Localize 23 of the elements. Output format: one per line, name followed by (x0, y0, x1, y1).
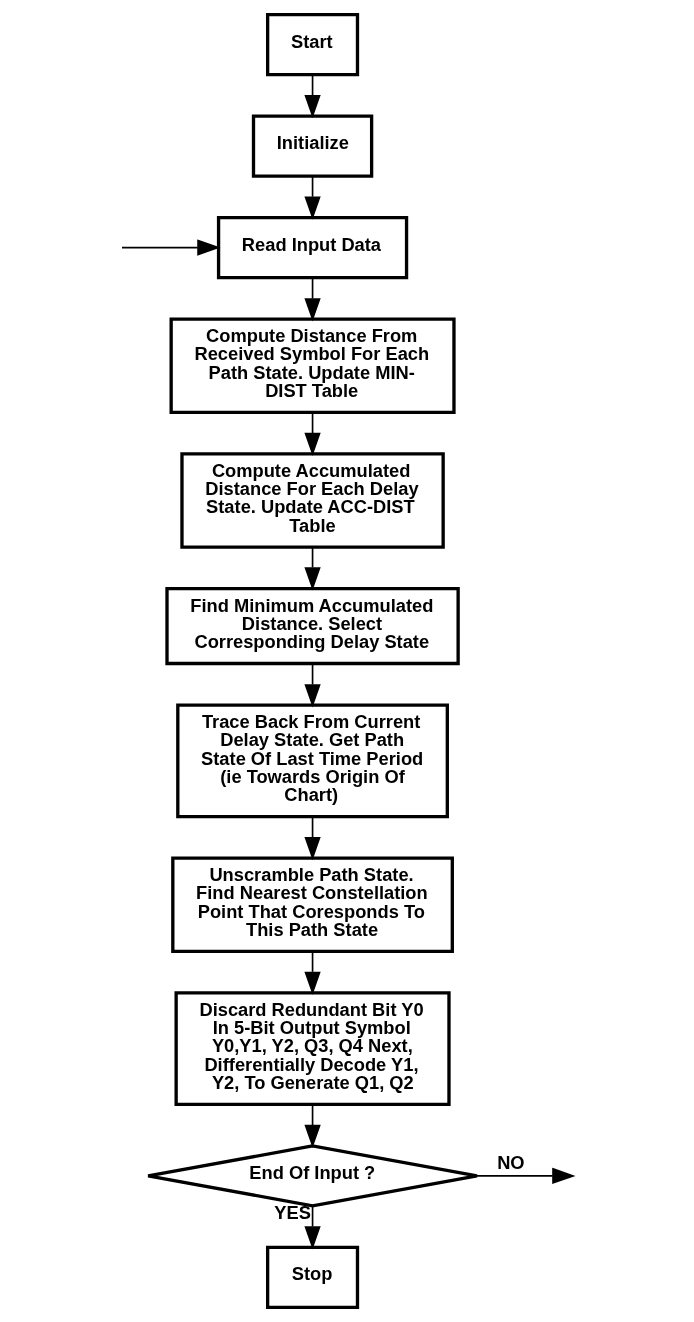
arrow (303, 276, 321, 322)
node-box: Discard Redundant Bit Y0 In 5-Bit Output Symbol Y0,Y1, Y2, Q3, Q4 Next, Differentially Decode Y1, Y2, To Generate Q1, Q2 (174, 991, 451, 1106)
arrow (303, 1104, 321, 1149)
edge-label: NO (496, 1151, 525, 1173)
arrow (303, 175, 321, 220)
arrow (303, 411, 321, 456)
arrow (303, 73, 321, 119)
arrow (303, 546, 321, 591)
node-box: Trace Back From Current Delay State. Get Path State Of Last Time Period (ie Towards Origin Of Chart) (175, 703, 449, 819)
node-box: Find Minimum Accumulated Distance. Select Corresponding Delay State (164, 586, 460, 666)
node-box: Compute Accumulated Distance For Each Delay State. Update ACC-DIST Table (179, 452, 445, 549)
arrow (303, 662, 321, 708)
arrow (120, 239, 221, 256)
node-box: Unscramble Path State. Find Nearest Constellation Point That Coresponds To This Path State (170, 856, 454, 953)
node-box: Compute Distance From Received Symbol For Each Path State. Update MIN-DIST Table (169, 317, 456, 414)
node-box: Stop (265, 1245, 359, 1309)
node-box: Start (265, 13, 359, 77)
arrow (303, 950, 321, 995)
arrow (475, 1167, 575, 1185)
arrow (303, 1205, 321, 1250)
arrow (303, 816, 321, 861)
node-box: Read Input Data (216, 216, 408, 280)
node-box: Initialize (251, 114, 373, 178)
